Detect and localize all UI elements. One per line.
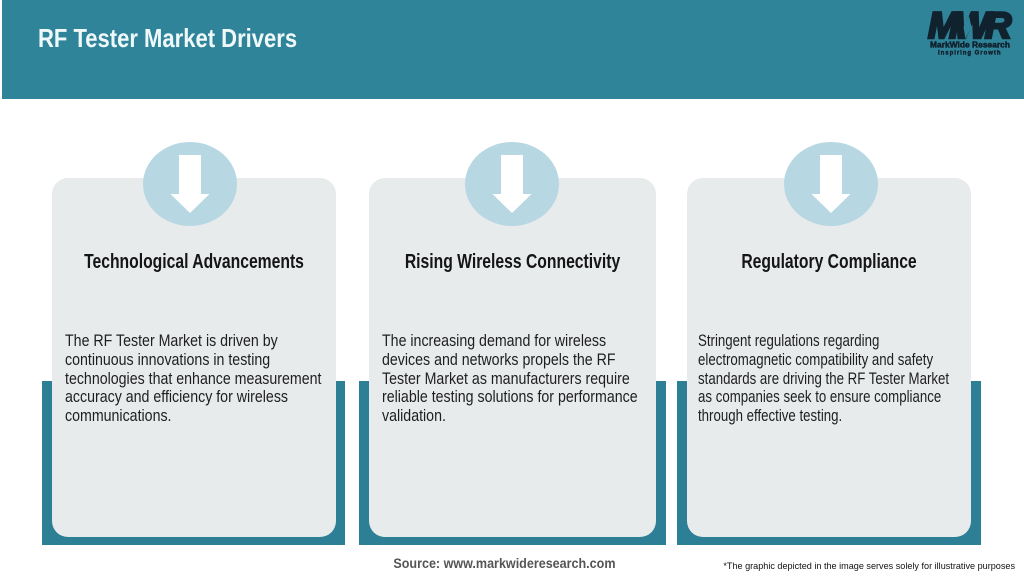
- svg-text:Inspiring Growth: Inspiring Growth: [938, 51, 1002, 57]
- svg-text:MarkWide Research: MarkWide Research: [930, 40, 1010, 50]
- svg-text:MWR: MWR: [928, 6, 1012, 46]
